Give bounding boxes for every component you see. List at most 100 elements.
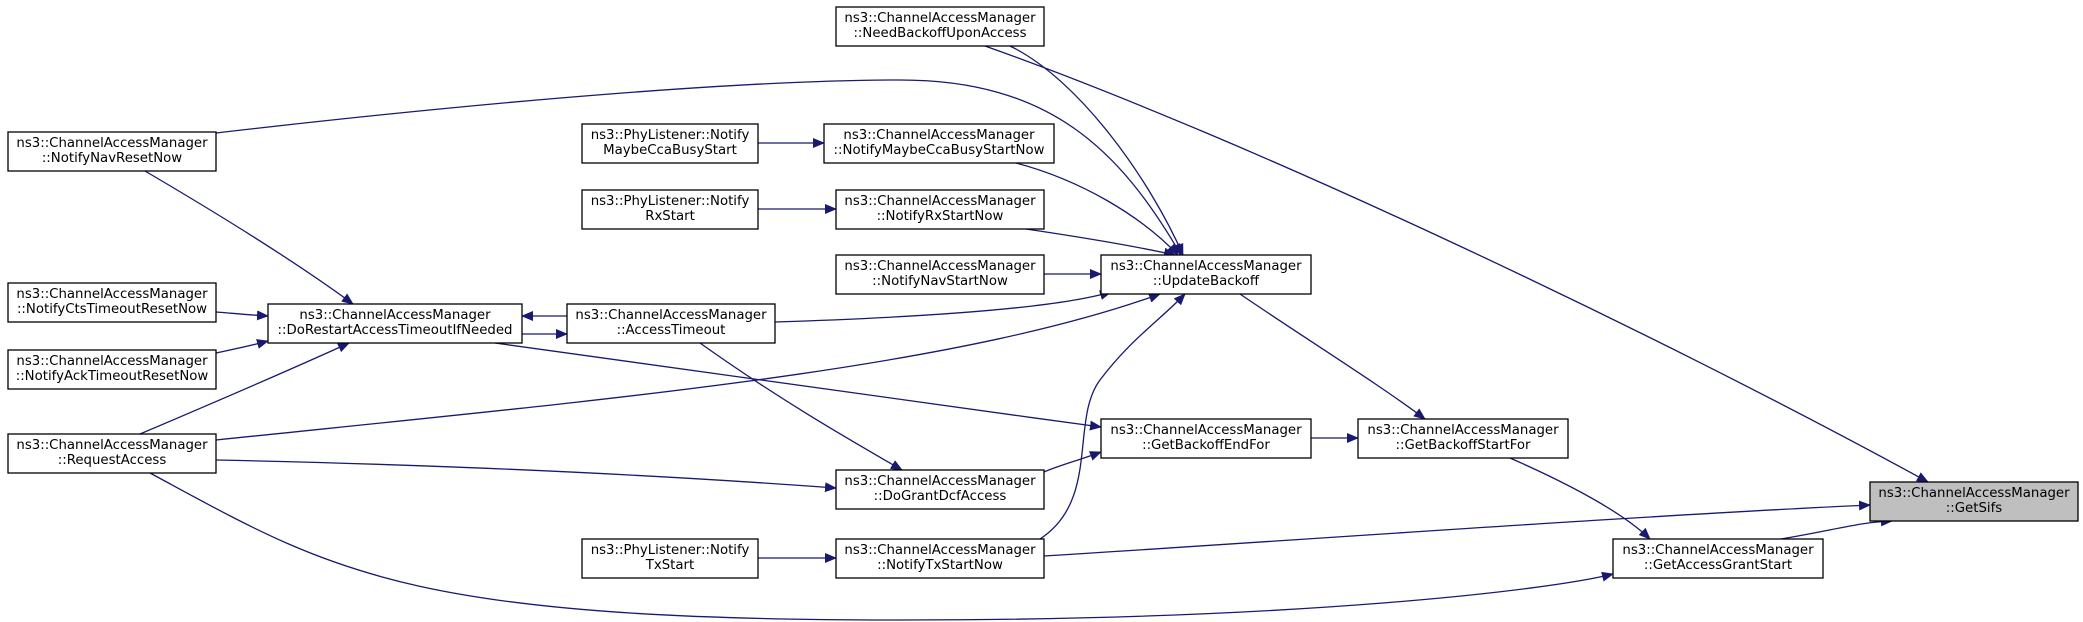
node-label-line-2: ::GetAccessGrantStart	[1644, 558, 1792, 573]
node-box	[835, 254, 1045, 295]
edge-get-access-grant-start-to-get-sifs	[1780, 516, 1893, 540]
node-label-line-2: ::NotifyAckTimeoutResetNow	[16, 369, 209, 384]
node-label-line-1: ns3::ChannelAccessManager	[16, 438, 208, 453]
node-get-backoff-end-for[interactable]: ns3::ChannelAccessManager::GetBackoffEnd…	[1100, 418, 1312, 459]
edge-request-access-to-get-access-grant-start	[149, 472, 1614, 621]
node-label-line-1: ns3::ChannelAccessManager	[844, 194, 1036, 209]
node-notify-cts-timeout-reset-now[interactable]: ns3::ChannelAccessManager::NotifyCtsTime…	[7, 282, 217, 323]
node-label-line-1: ns3::ChannelAccessManager	[299, 308, 491, 323]
edge-notify-ack-timeout-reset-now-to-do-restart-access-timeout-if-needed	[215, 339, 269, 354]
node-access-timeout[interactable]: ns3::ChannelAccessManager::AccessTimeout	[566, 303, 776, 344]
node-box	[1869, 481, 2079, 522]
node-layer: ns3::ChannelAccessManager::NeedBackoffUp…	[7, 6, 2079, 579]
node-label-line-2: ::GetSifs	[1946, 501, 2002, 516]
edge-do-restart-access-timeout-if-needed-to-get-backoff-end-for	[494, 342, 1102, 431]
edge-notify-cts-timeout-reset-now-to-do-restart-access-timeout-if-needed	[215, 310, 269, 321]
node-get-backoff-start-for[interactable]: ns3::ChannelAccessManager::GetBackoffSta…	[1357, 418, 1569, 459]
node-label-line-2: ::NotifyCtsTimeoutResetNow	[17, 302, 207, 317]
node-label-line-1: ns3::ChannelAccessManager	[16, 354, 208, 369]
node-box	[835, 538, 1045, 579]
edge-notify-nav-reset-now-to-do-restart-access-timeout-if-needed	[144, 170, 354, 305]
node-label-line-2: ::NotifyNavResetNow	[42, 151, 182, 166]
edge-request-access-to-do-restart-access-timeout-if-needed	[139, 342, 350, 435]
edge-request-access-to-update-backoff	[215, 293, 1161, 441]
node-label-line-2: ::NotifyNavStartNow	[872, 274, 1008, 289]
node-get-sifs[interactable]: ns3::ChannelAccessManager::GetSifs	[1869, 481, 2079, 522]
node-box	[1612, 538, 1824, 579]
node-label-line-1: ns3::ChannelAccessManager	[1878, 486, 2070, 501]
node-label-line-1: ns3::ChannelAccessManager	[843, 128, 1035, 143]
node-notify-rx-start-now[interactable]: ns3::ChannelAccessManager::NotifyRxStart…	[835, 189, 1045, 230]
node-label-line-2: ::NotifyTxStartNow	[877, 558, 1003, 573]
node-label-line-2: RxStart	[645, 209, 695, 224]
edge-notify-tx-start-now-to-update-backoff	[1039, 293, 1186, 540]
node-box	[267, 303, 523, 344]
node-box	[823, 123, 1055, 164]
node-box	[7, 349, 217, 390]
node-label-line-2: ::AccessTimeout	[617, 323, 726, 338]
node-phylistener-notify-rx-start[interactable]: ns3::PhyListener::NotifyRxStart	[581, 189, 759, 230]
node-box	[581, 538, 759, 579]
node-box	[1100, 418, 1312, 459]
node-notify-maybe-cca-busy-start-now[interactable]: ns3::ChannelAccessManager::NotifyMaybeCc…	[823, 123, 1055, 164]
edge-need-backoff-upon-access-to-update-backoff	[1009, 45, 1184, 256]
node-label-line-2: ::NotifyMaybeCcaBusyStartNow	[834, 143, 1045, 158]
node-box	[581, 123, 759, 164]
node-label-line-2: ::GetBackoffEndFor	[1142, 438, 1270, 453]
node-get-access-grant-start[interactable]: ns3::ChannelAccessManager::GetAccessGran…	[1612, 538, 1824, 579]
node-do-grant-dcf-access[interactable]: ns3::ChannelAccessManager::DoGrantDcfAcc…	[835, 469, 1045, 510]
edge-get-backoff-start-for-to-get-access-grant-start	[1509, 457, 1651, 540]
node-label-line-2: ::DoGrantDcfAccess	[874, 489, 1007, 504]
edge-access-timeout-to-update-backoff	[774, 290, 1112, 323]
node-label-line-1: ns3::ChannelAccessManager	[1367, 423, 1559, 438]
node-box	[835, 189, 1045, 230]
node-label-line-2: ::GetBackoffStartFor	[1395, 438, 1531, 453]
node-label-line-1: ns3::ChannelAccessManager	[16, 136, 208, 151]
edge-do-grant-dcf-access-to-get-backoff-end-for	[1043, 451, 1102, 473]
node-label-line-1: ns3::ChannelAccessManager	[575, 308, 767, 323]
node-box	[566, 303, 776, 344]
node-label-line-2: ::DoRestartAccessTimeoutIfNeeded	[278, 323, 513, 338]
edge-notify-maybe-cca-busy-start-now-to-update-backoff	[1015, 162, 1179, 256]
node-label-line-1: ns3::ChannelAccessManager	[844, 474, 1036, 489]
edge-layer	[139, 45, 1929, 621]
node-label-line-2: MaybeCcaBusyStart	[603, 143, 737, 158]
node-update-backoff[interactable]: ns3::ChannelAccessManager::UpdateBackoff	[1100, 254, 1312, 295]
node-label-line-1: ns3::ChannelAccessManager	[1622, 543, 1814, 558]
node-label-line-1: ns3::ChannelAccessManager	[844, 259, 1036, 274]
node-box	[7, 433, 217, 474]
edge-request-access-to-do-grant-dcf-access	[215, 459, 837, 493]
node-label-line-1: ns3::ChannelAccessManager	[16, 287, 208, 302]
node-label-line-1: ns3::PhyListener::Notify	[591, 128, 750, 143]
edge-notify-rx-start-now-to-update-backoff	[1025, 228, 1176, 258]
node-phylistener-notify-tx-start[interactable]: ns3::PhyListener::NotifyTxStart	[581, 538, 759, 579]
node-phylistener-notify-maybe-cca-busy-start[interactable]: ns3::PhyListener::NotifyMaybeCcaBusyStar…	[581, 123, 759, 164]
node-box	[581, 189, 759, 230]
node-do-restart-access-timeout-if-needed[interactable]: ns3::ChannelAccessManager::DoRestartAcce…	[267, 303, 523, 344]
node-label-line-2: ::RequestAccess	[58, 453, 167, 468]
node-notify-nav-reset-now[interactable]: ns3::ChannelAccessManager::NotifyNavRese…	[7, 131, 217, 172]
node-box	[1100, 254, 1312, 295]
node-label-line-1: ns3::ChannelAccessManager	[844, 543, 1036, 558]
node-request-access[interactable]: ns3::ChannelAccessManager::RequestAccess	[7, 433, 217, 474]
node-notify-nav-start-now[interactable]: ns3::ChannelAccessManager::NotifyNavStar…	[835, 254, 1045, 295]
edge-need-backoff-upon-access-to-get-sifs	[984, 45, 1929, 483]
node-box	[7, 131, 217, 172]
node-notify-tx-start-now[interactable]: ns3::ChannelAccessManager::NotifyTxStart…	[835, 538, 1045, 579]
node-label-line-2: ::NotifyRxStartNow	[877, 209, 1004, 224]
node-label-line-1: ns3::PhyListener::Notify	[591, 194, 750, 209]
node-label-line-1: ns3::ChannelAccessManager	[1110, 259, 1302, 274]
edge-update-backoff-to-get-backoff-start-for	[1239, 293, 1426, 420]
node-box	[7, 282, 217, 323]
edge-notify-nav-reset-now-to-update-backoff	[215, 79, 1182, 256]
node-label-line-1: ns3::PhyListener::Notify	[591, 543, 750, 558]
node-box	[835, 469, 1045, 510]
node-notify-ack-timeout-reset-now[interactable]: ns3::ChannelAccessManager::NotifyAckTime…	[7, 349, 217, 390]
node-label-line-2: ::UpdateBackoff	[1153, 274, 1260, 289]
node-box	[1357, 418, 1569, 459]
node-need-backoff-upon-access[interactable]: ns3::ChannelAccessManager::NeedBackoffUp…	[835, 6, 1045, 47]
node-label-line-1: ns3::ChannelAccessManager	[1110, 423, 1302, 438]
node-label-line-1: ns3::ChannelAccessManager	[844, 11, 1036, 26]
node-box	[835, 6, 1045, 47]
